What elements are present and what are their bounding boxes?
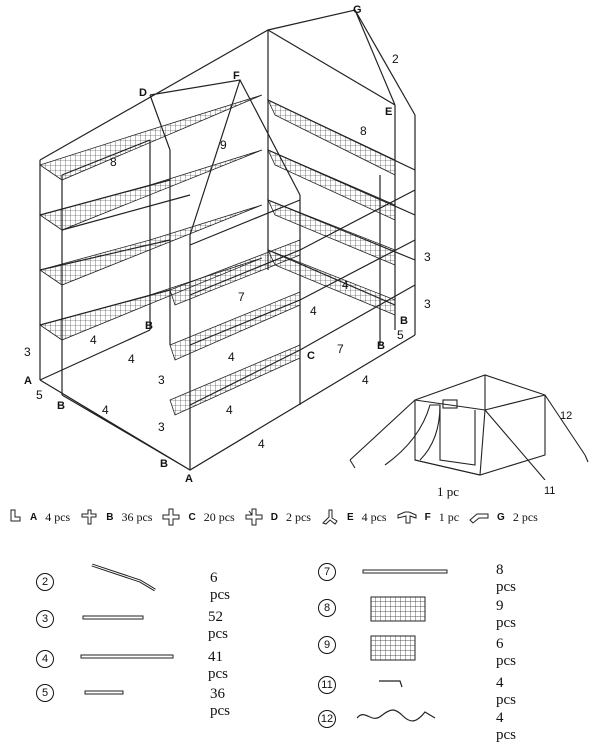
- part-quantity: 8 pcs: [496, 562, 516, 595]
- part-quantity: 6 pcs: [210, 570, 230, 603]
- frame-part-number: 7: [337, 342, 344, 356]
- frame-part-number: 2: [392, 52, 399, 66]
- frame-part-number: 4: [128, 352, 135, 366]
- part-quantity: 52 pcs: [208, 609, 228, 642]
- hook-icon: [379, 680, 403, 688]
- part-number-badge: 3: [36, 610, 54, 628]
- tent-part-12-label: 12: [560, 410, 573, 422]
- part-number-badge: 4: [36, 650, 54, 668]
- frame-part-number: 3: [24, 345, 31, 359]
- frame-part-number: 8: [360, 124, 367, 138]
- part-quantity: 9 pcs: [496, 598, 516, 631]
- frame-label-b: B: [145, 320, 153, 332]
- connector-g-icon: [469, 513, 489, 524]
- connector-b-icon: [81, 509, 97, 525]
- frame-label-b: B: [160, 458, 168, 470]
- part-quantity: 36 pcs: [210, 686, 230, 719]
- part-number-badge: 5: [36, 684, 54, 702]
- frame-part-number: 4: [90, 333, 97, 347]
- frame-part-number: 4: [362, 373, 369, 387]
- frame-label-g: G: [353, 4, 362, 16]
- frame-part-number: 3: [158, 373, 165, 387]
- frame-part-number: 4: [258, 437, 265, 451]
- tent-part-11-label: 11: [544, 485, 556, 497]
- frame-label-b: B: [377, 340, 385, 352]
- part-quantity: 41 pcs: [208, 649, 228, 682]
- frame-part-number: 4: [228, 350, 235, 364]
- tent-quantity: 1 pc: [437, 484, 460, 499]
- part-quantity: 4 pcs: [496, 710, 516, 743]
- part-number-badge: 2: [36, 573, 54, 591]
- frame-label-b: B: [400, 315, 408, 327]
- guy-rope-icon: [356, 709, 436, 722]
- frame-part-number: 3: [424, 297, 431, 311]
- frame-label-f: F: [233, 70, 240, 82]
- connector-d-icon: [245, 508, 263, 526]
- part-number-badge: 12: [318, 710, 336, 728]
- part-quantity: 6 pcs: [496, 636, 516, 669]
- frame-label-c: C: [307, 350, 315, 362]
- frame-part-number: 4: [226, 403, 233, 417]
- short-pole-icon: [84, 690, 124, 695]
- frame-part-number: 4: [342, 278, 349, 292]
- connector-f-icon: [397, 511, 417, 524]
- shelf-bar-icon: [362, 569, 448, 574]
- frame-label-d: D: [139, 87, 147, 99]
- frame-part-number: 8: [110, 155, 117, 169]
- frame-part-number: 4: [310, 304, 317, 318]
- long-pole-icon: [80, 654, 174, 659]
- frame-drawing: [39, 9, 589, 487]
- frame-part-number: 3: [424, 250, 431, 264]
- frame-part-number: 9: [220, 138, 227, 152]
- frame-part-number: 5: [36, 388, 43, 402]
- part-number-badge: 11: [318, 676, 336, 694]
- large-mesh-shelf-icon: [370, 596, 426, 622]
- bent-pole-icon: [91, 563, 156, 592]
- frame-label-b: B: [57, 400, 65, 412]
- frame-label-a: A: [24, 375, 32, 387]
- small-mesh-shelf-icon: [370, 635, 416, 661]
- frame-part-number: 7: [238, 290, 245, 304]
- tent-drawing: [349, 374, 589, 487]
- frame-label-e: E: [385, 106, 393, 118]
- frame-assembly-diagram: A A B B B B B C D E F G 2 8 8 9 7 7 4 4 …: [24, 4, 589, 499]
- frame-part-number: 3: [158, 420, 165, 434]
- part-quantity: 4 pcs: [496, 675, 516, 708]
- frame-label-a: A: [185, 473, 193, 485]
- medium-pole-icon: [82, 615, 144, 620]
- frame-part-number: 5: [397, 328, 404, 342]
- part-number-badge: 7: [318, 563, 336, 581]
- connector-c-icon: [162, 508, 180, 526]
- part-number-badge: 8: [318, 599, 336, 617]
- connector-a-icon: [10, 509, 21, 522]
- frame-part-number: 4: [102, 403, 109, 417]
- part-number-badge: 9: [318, 636, 336, 654]
- connector-e-icon: [322, 509, 338, 525]
